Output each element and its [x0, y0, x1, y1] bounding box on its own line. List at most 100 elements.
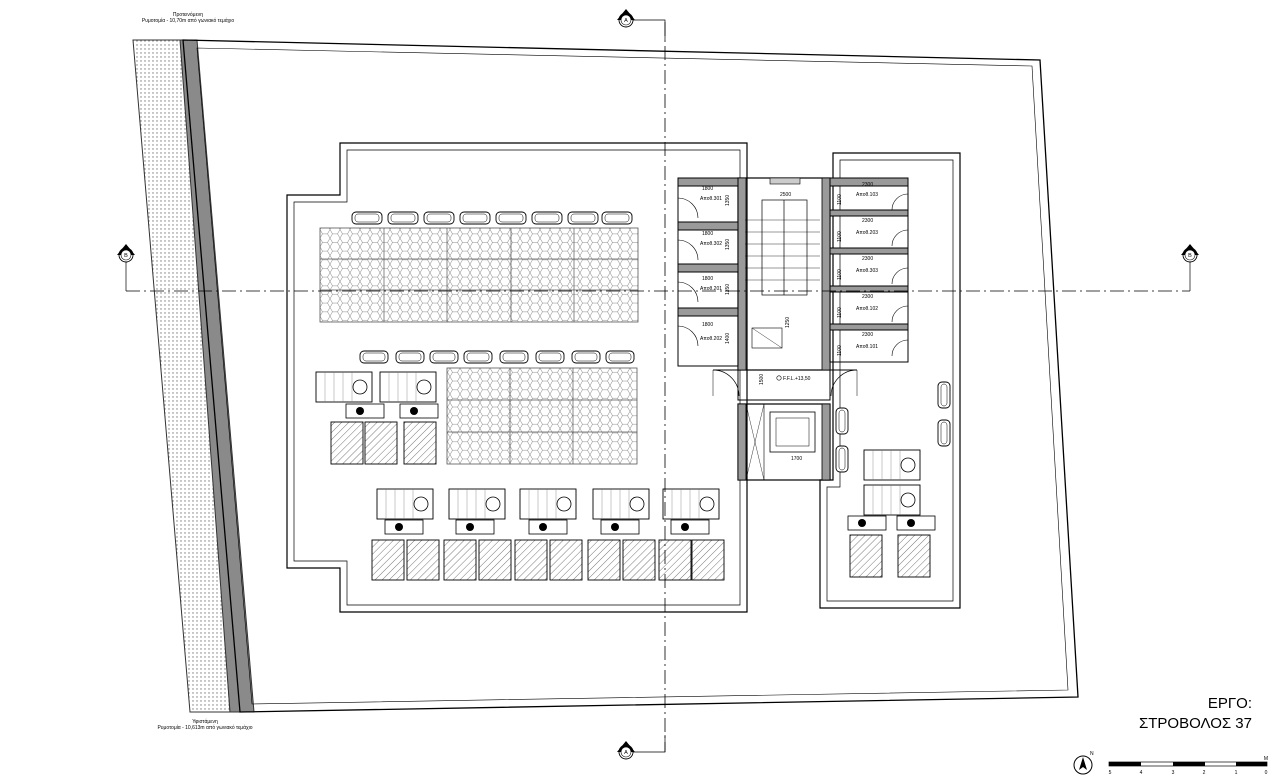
water-heater-unit [315, 371, 373, 403]
storage-label: Αποθ.101 [856, 344, 878, 350]
storage-side-dim: 1350 [725, 239, 731, 250]
svg-text:3: 3 [1172, 770, 1175, 776]
solar-tank [351, 211, 383, 225]
equipment-box [403, 421, 437, 465]
lift-shaft [737, 403, 831, 481]
note-existing-setback: Υφιστάμενη Ρυμοτομία - 10,613m από γωνια… [157, 719, 253, 731]
storage-label: Αποθ.102 [856, 306, 878, 312]
svg-text:B: B [124, 253, 128, 259]
equipment-box [478, 539, 512, 581]
svg-text:2: 2 [1203, 770, 1206, 776]
solar-tank [937, 381, 951, 409]
ac-unit [600, 519, 640, 535]
solar-tank [359, 350, 389, 364]
water-heater-unit [376, 488, 434, 520]
water-heater-unit [519, 488, 577, 520]
ac-unit [399, 403, 439, 419]
storage-side-dim: 1400 [725, 333, 731, 344]
storage-side-dim: 1100 [837, 269, 843, 280]
solar-tank [535, 350, 565, 364]
water-heater-unit [863, 449, 921, 481]
solar-tank-rows [351, 211, 951, 473]
equipment-box [514, 539, 548, 581]
solar-panel-array-top [319, 227, 639, 323]
stair-run-dim: 1250 [785, 317, 791, 328]
storage-label: Αποθ.301 [700, 196, 722, 202]
storage-label: Αποθ.203 [856, 230, 878, 236]
svg-text:N: N [1090, 751, 1094, 757]
water-heater-unit [379, 371, 437, 403]
storage-label: Αποθ.201 [700, 286, 722, 292]
storage-dim: 2300 [862, 182, 873, 188]
solar-tank [835, 407, 849, 435]
plot-boundary [182, 39, 1079, 713]
storage-side-dim: 1350 [725, 195, 731, 206]
solar-tank [395, 350, 425, 364]
project-name: ΣΤΡΟΒΟΛΟΣ 37 [1138, 715, 1252, 732]
solar-tank [423, 211, 455, 225]
section-marker-b-left: B [117, 244, 135, 263]
water-heater-unit [592, 488, 650, 520]
ac-unit [670, 519, 710, 535]
solar-tank [531, 211, 563, 225]
scale-bar: 5 4 3 2 1 0 M [1109, 756, 1268, 776]
svg-text:1: 1 [1235, 770, 1238, 776]
project-label: ΕΡΓΟ: [1207, 695, 1252, 712]
storage-side-dim: 1100 [837, 307, 843, 318]
section-line-a [632, 19, 666, 753]
storage-dim: 2300 [862, 256, 873, 262]
equipment-box [330, 421, 364, 465]
svg-text:M: M [1264, 756, 1268, 762]
storage-dim: 2300 [862, 218, 873, 224]
solar-tank [567, 211, 599, 225]
solar-tank [463, 350, 493, 364]
storage-label: Αποθ.202 [700, 336, 722, 342]
lift-width-dim: 1700 [791, 456, 802, 462]
solar-tank [495, 211, 527, 225]
solar-tank [937, 419, 951, 447]
storage-label: Αποθ.302 [700, 241, 722, 247]
section-marker-b-right: B [1181, 244, 1199, 263]
solar-panel-array-bottom [446, 367, 638, 465]
section-line-b [125, 262, 1191, 292]
ac-unit [847, 515, 887, 531]
note-proposed-setback: Προτεινόμενη Ρυμοτομία - 10,70m από γωνι… [141, 12, 235, 24]
stair-width-dim: 2500 [780, 192, 791, 198]
storage-dim: 1800 [702, 231, 713, 237]
svg-text:4: 4 [1140, 770, 1143, 776]
equipment-box [849, 534, 883, 578]
water-heater-unit [448, 488, 506, 520]
north-arrow-icon: N [1073, 751, 1094, 775]
equipment-box [691, 539, 725, 581]
storage-rooms-right [829, 177, 909, 363]
ac-unit [896, 515, 936, 531]
ac-unit [455, 519, 495, 535]
equipment-box [406, 539, 440, 581]
ac-unit [345, 403, 385, 419]
ac-unit [384, 519, 424, 535]
road-setback-strip [132, 39, 255, 713]
solar-tank [499, 350, 529, 364]
ac-unit [528, 519, 568, 535]
equipment-box [371, 539, 405, 581]
equipment-box [622, 539, 656, 581]
section-marker-a-top: A [617, 9, 635, 28]
svg-text:A: A [624, 750, 628, 756]
solar-tank [571, 350, 601, 364]
storage-label: Αποθ.103 [856, 192, 878, 198]
storage-dim: 2300 [862, 332, 873, 338]
storage-dim: 1800 [702, 322, 713, 328]
stair-landing-dim: 1500 [759, 374, 765, 385]
solar-tank [459, 211, 491, 225]
storage-side-dim: 1350 [725, 284, 731, 295]
equipment-box [549, 539, 583, 581]
section-marker-a-bottom: A [617, 741, 635, 760]
storage-dim: 1800 [702, 186, 713, 192]
equipment-box [897, 534, 931, 578]
svg-text:B: B [1188, 253, 1192, 259]
equipment-box [364, 421, 398, 465]
solar-tank [835, 445, 849, 473]
storage-dim: 1800 [702, 276, 713, 282]
right-roof-parapet [819, 152, 961, 609]
